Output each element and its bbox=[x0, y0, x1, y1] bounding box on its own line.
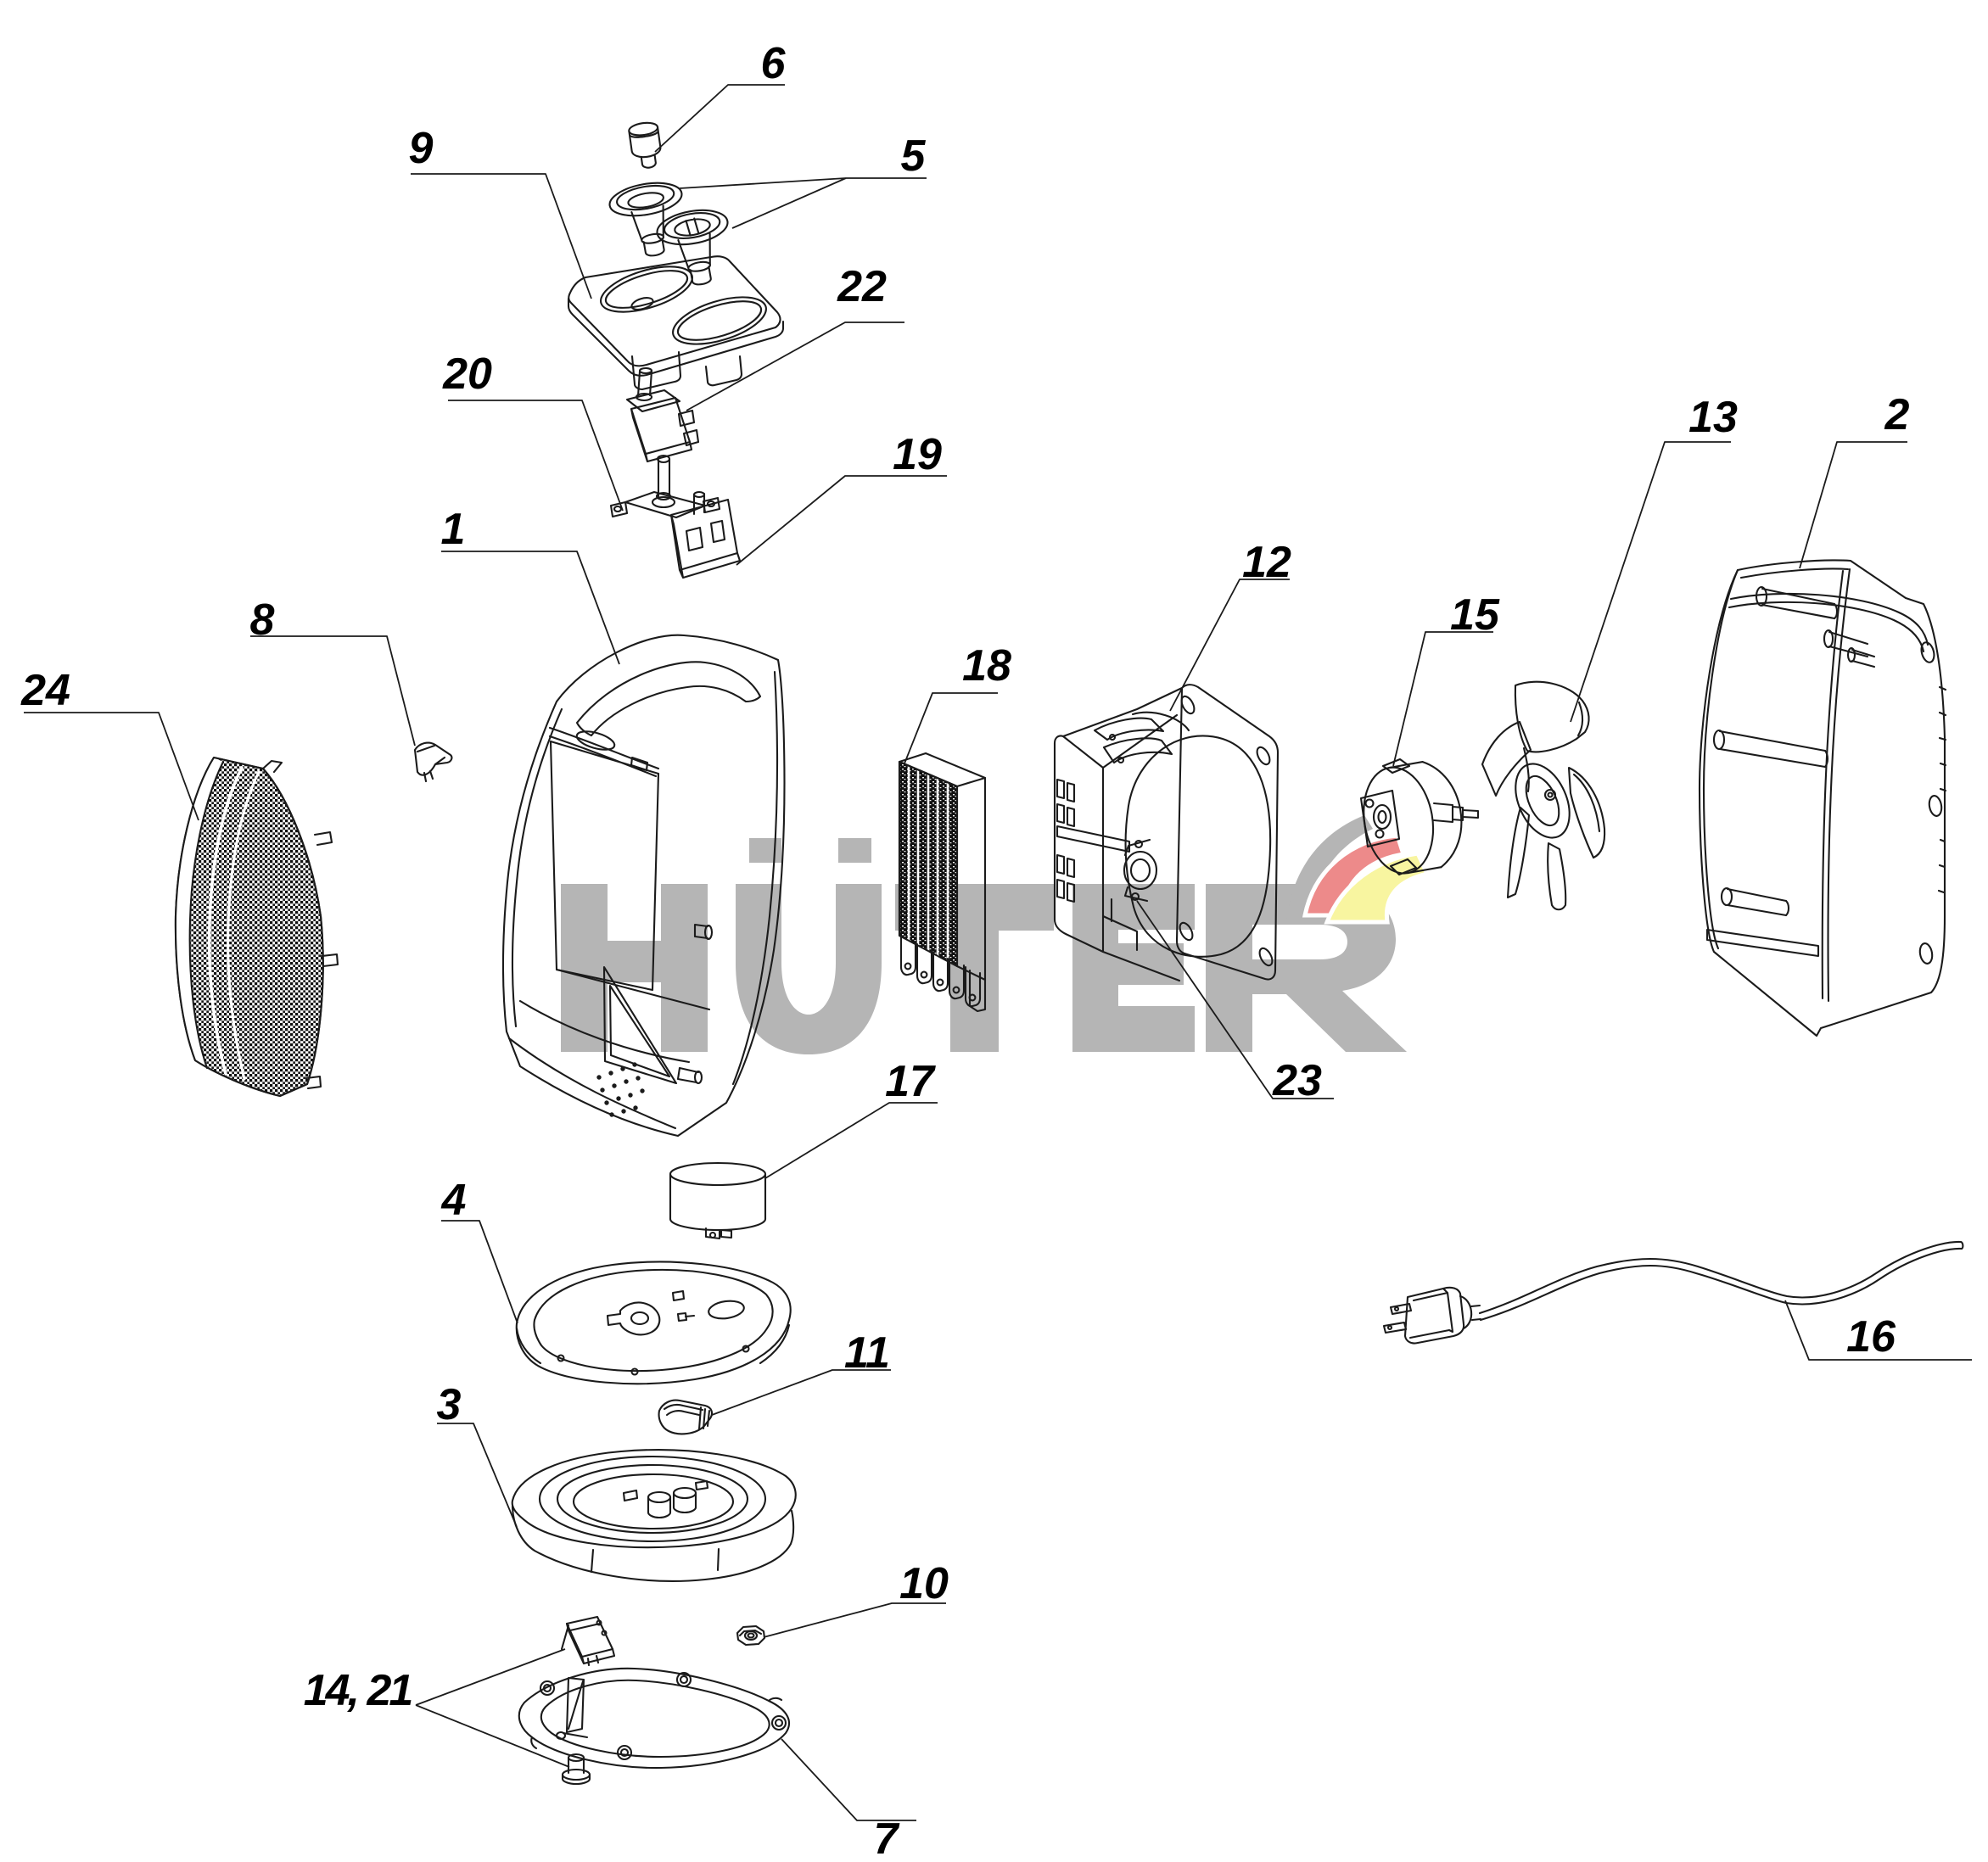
svg-text:16: 16 bbox=[1846, 1312, 1896, 1362]
svg-text:22: 22 bbox=[837, 262, 887, 311]
svg-text:17: 17 bbox=[885, 1057, 936, 1106]
svg-text:15: 15 bbox=[1450, 590, 1500, 640]
svg-text:5: 5 bbox=[901, 131, 927, 181]
svg-text:24: 24 bbox=[20, 666, 70, 715]
svg-text:13: 13 bbox=[1688, 393, 1738, 442]
svg-text:18: 18 bbox=[962, 641, 1011, 691]
svg-text:9: 9 bbox=[409, 124, 434, 173]
svg-text:2: 2 bbox=[1884, 390, 1910, 439]
svg-text:6: 6 bbox=[761, 39, 787, 88]
svg-text:20: 20 bbox=[442, 349, 492, 399]
svg-text:23: 23 bbox=[1272, 1056, 1322, 1105]
svg-text:8: 8 bbox=[250, 596, 275, 645]
svg-text:7: 7 bbox=[874, 1814, 900, 1862]
svg-text:14, 21: 14, 21 bbox=[304, 1666, 412, 1715]
svg-text:10: 10 bbox=[899, 1559, 949, 1608]
svg-text:11: 11 bbox=[844, 1328, 890, 1378]
svg-text:1: 1 bbox=[441, 505, 466, 554]
svg-text:3: 3 bbox=[437, 1380, 462, 1429]
svg-text:12: 12 bbox=[1242, 538, 1291, 587]
svg-text:4: 4 bbox=[441, 1176, 467, 1225]
svg-text:19: 19 bbox=[893, 430, 942, 479]
